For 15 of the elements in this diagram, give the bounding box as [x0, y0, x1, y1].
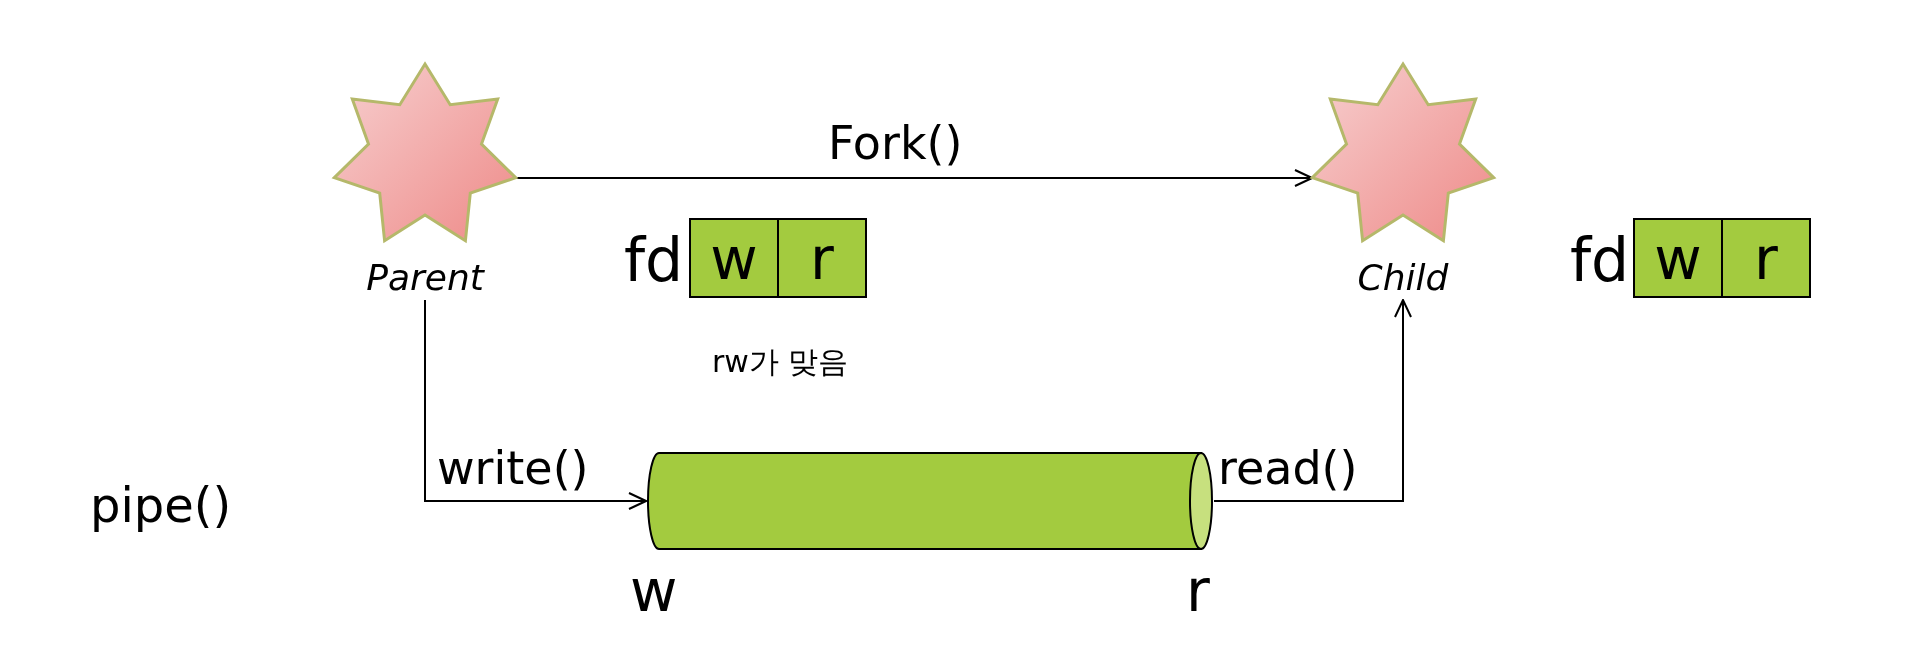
fd-cell: w — [689, 218, 779, 298]
fd-label: fd — [1570, 226, 1630, 295]
end-label: w — [630, 558, 678, 625]
node-caption: Parent — [365, 258, 486, 298]
fd-cell: r — [777, 218, 867, 298]
fd-cell: r — [1721, 218, 1811, 298]
node-caption: Child — [1356, 258, 1450, 298]
fd-label: fd — [624, 226, 684, 295]
function-label: pipe() — [90, 478, 232, 533]
arrow — [424, 299, 647, 510]
arrow — [515, 169, 1313, 187]
arrow — [1213, 299, 1412, 502]
fd-cell: w — [1633, 218, 1723, 298]
end-label: r — [1186, 558, 1210, 625]
note-text: rw가 맞음 — [712, 344, 849, 379]
